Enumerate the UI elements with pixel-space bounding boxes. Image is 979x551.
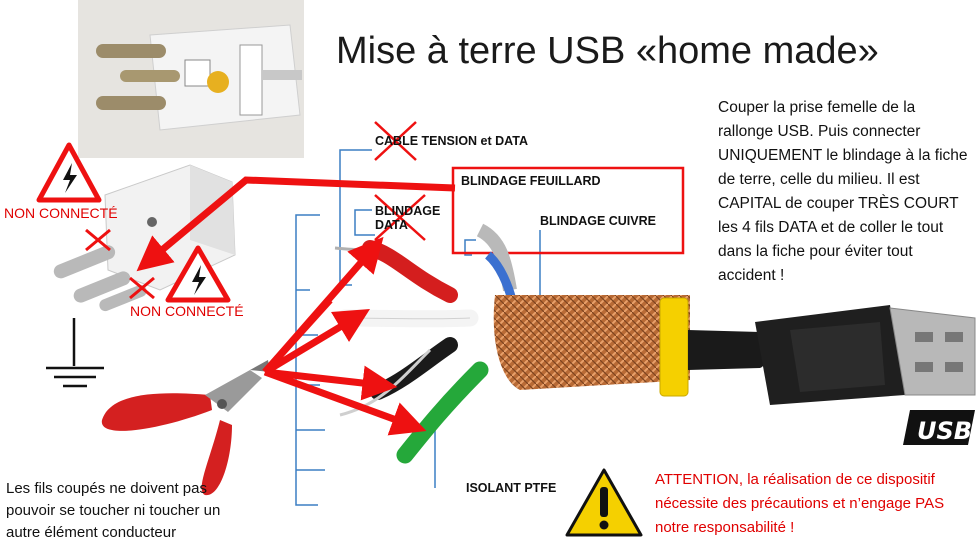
usb-logo-icon: USB xyxy=(903,410,975,445)
ground-icon xyxy=(46,318,104,388)
cross-mark xyxy=(374,121,417,161)
high-voltage-icon xyxy=(36,142,102,203)
scissors-cutter-icon xyxy=(101,360,270,496)
blindage-feuillard-box xyxy=(451,166,685,255)
cross-mark xyxy=(85,228,111,252)
copper-braid xyxy=(493,295,690,390)
cross-mark xyxy=(374,194,426,241)
label-isolant-ptfe: ISOLANT PTFE xyxy=(466,481,557,495)
bottom-note-text: Les fils coupés ne doivent pas pouvoir s… xyxy=(6,480,221,541)
warning-icon xyxy=(565,468,643,537)
label-blindage-data-line2: DATA xyxy=(375,218,408,232)
cross-mark xyxy=(129,276,155,300)
plug-interior-photo xyxy=(78,0,304,158)
page-title: Mise à terre USB «home made» xyxy=(336,30,879,72)
usb-logo-text: USB xyxy=(917,417,972,445)
label-blindage-feuillard: BLINDAGE FEUILLARD xyxy=(461,174,601,188)
yellow-ferrule xyxy=(659,297,689,397)
black-cable xyxy=(688,330,768,370)
red-arrows xyxy=(136,176,456,436)
label-blindage-data: BLINDAGE DATA xyxy=(375,204,440,232)
label-blindage-data-line1: BLINDAGE xyxy=(375,204,441,218)
instructions-text: Couper la prise femelle de la rallonge U… xyxy=(718,99,968,284)
label-non-connecte-right: NON CONNECTÉ xyxy=(130,303,244,319)
label-non-connecte-left: NON CONNECTÉ xyxy=(4,205,118,221)
warning-text: ATTENTION, la réalisation de ce disposit… xyxy=(655,471,945,536)
label-cable-tension: CABLE TENSION et DATA xyxy=(375,134,529,148)
high-voltage-icon xyxy=(165,245,231,303)
label-blindage-cuivre: BLINDAGE CUIVRE xyxy=(540,214,656,228)
usb-plug-icon xyxy=(755,305,976,405)
